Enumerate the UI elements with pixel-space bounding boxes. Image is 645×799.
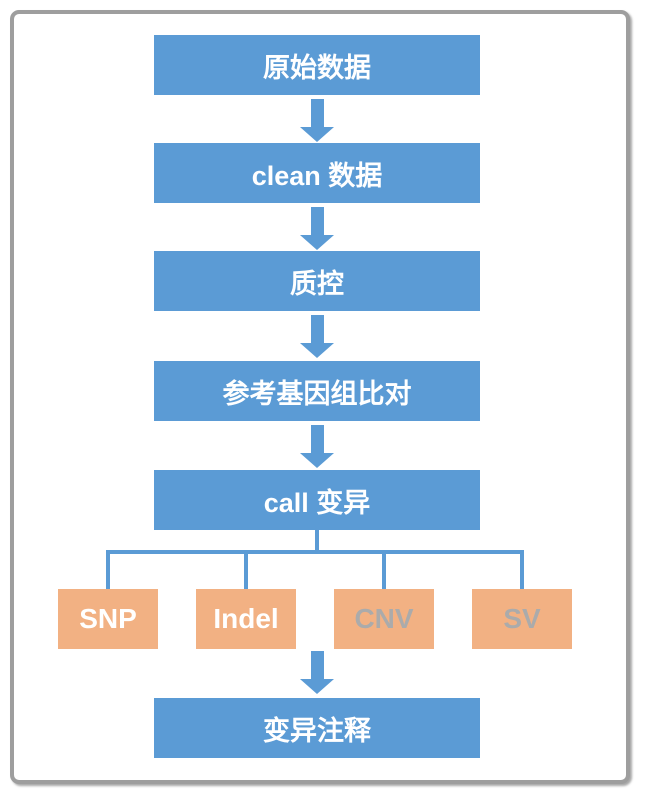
flow-node-variant-annotation: 变异注释 [154,698,480,758]
flow-node-reference-alignment: 参考基因组比对 [154,361,480,421]
flow-node-quality-control: 质控 [154,251,480,311]
arrow-down-icon [300,651,334,694]
flow-node-indel: Indel [196,589,296,649]
flow-node-cnv: CNV [334,589,434,649]
arrow-down-icon [300,425,334,468]
flow-node-call-variants: call 变异 [154,470,480,530]
flow-node-snp: SNP [58,589,158,649]
arrow-down-icon [300,207,334,250]
branch-rail-line [106,550,524,554]
flow-node-raw-data: 原始数据 [154,35,480,95]
branch-drop-line-indel [244,550,248,589]
branch-stem-line [315,530,319,552]
arrow-down-icon [300,99,334,142]
flow-node-clean-data: clean 数据 [154,143,480,203]
arrow-down-icon [300,315,334,358]
flow-node-sv: SV [472,589,572,649]
branch-drop-line-cnv [382,550,386,589]
branch-drop-line-snp [106,550,110,589]
branch-drop-line-sv [520,550,524,589]
